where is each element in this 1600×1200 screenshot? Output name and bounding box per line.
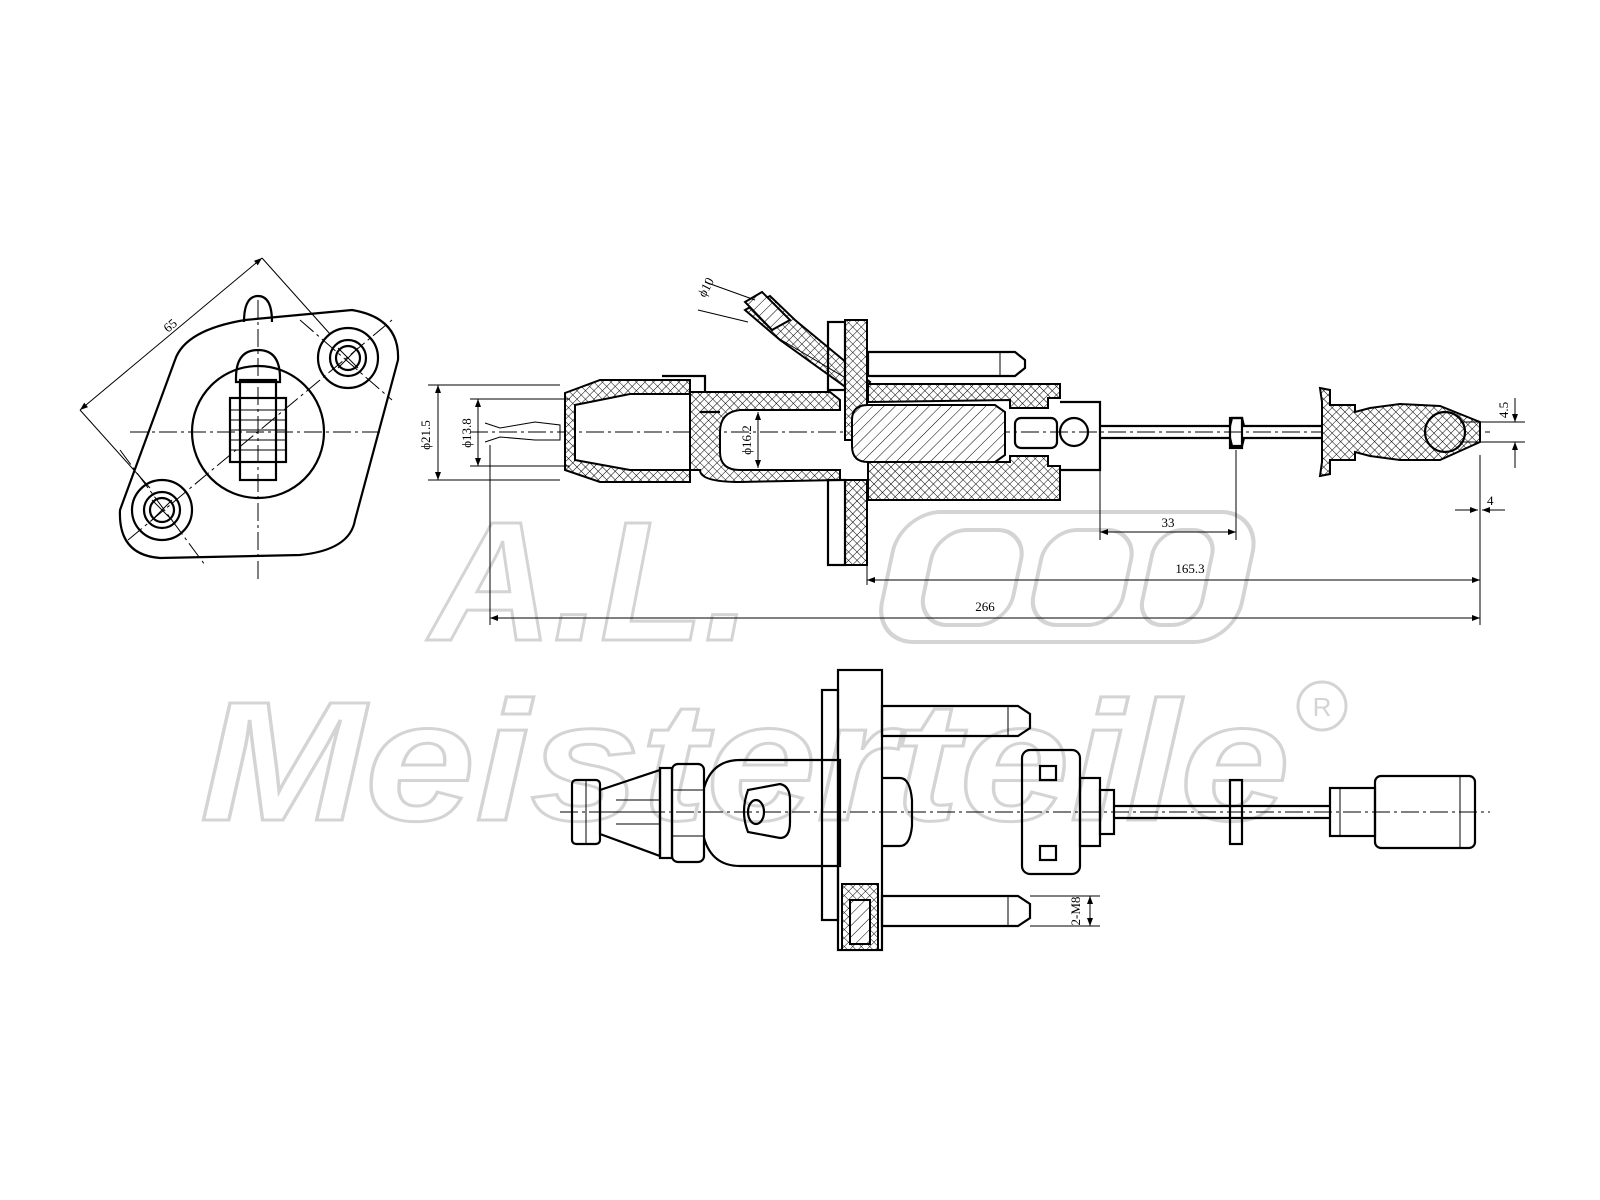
body-tube-section [689, 391, 841, 484]
dim-rod-length: 165.3 [1175, 561, 1204, 576]
end-view: 65 [79, 257, 400, 580]
push-rod-lower [1100, 436, 1420, 448]
dim-clip-offset: 4.5 [1496, 402, 1511, 418]
side-flange-collar [882, 776, 914, 848]
dim-body-diameter: ϕ21.5 [418, 420, 433, 450]
dim-outlet-diameter: ϕ10 [694, 275, 717, 300]
inlet-clip [662, 374, 707, 392]
side-stud-upper [880, 704, 1032, 738]
side-view: 2-M8 [560, 668, 1490, 952]
bolt-hole-bottom [130, 478, 194, 542]
dim-mount-bolts: 2-M8 [1068, 897, 1083, 926]
registered-circle [1296, 680, 1348, 732]
cylinder-wall-upper [867, 383, 1061, 409]
side-inlet-nut [670, 762, 706, 864]
dim-stroke-length: 33 [1162, 515, 1175, 530]
inlet-hose-end [484, 421, 561, 443]
dim-flange-bolt-spacing: 65 [160, 315, 180, 335]
push-rod-collar [1228, 416, 1244, 450]
side-rod-collar [1228, 778, 1244, 846]
dim-clip-width: 4 [1487, 493, 1494, 508]
registered-mark: R [1313, 692, 1332, 722]
rod-clevis [1318, 386, 1481, 478]
flange-boss-upper [826, 320, 847, 392]
piston-section [851, 404, 1006, 463]
dim-bore-diameter: ϕ16.2 [739, 425, 754, 455]
retaining-cap [1060, 400, 1102, 472]
side-cylinder-boot [1098, 788, 1116, 836]
side-flange-boss [820, 688, 840, 922]
dim-inlet-diameter: ϕ13.8 [459, 418, 474, 448]
dim-line-outlet-diameter [704, 281, 756, 301]
flange-lower-section [844, 479, 868, 566]
watermark: A.L. Meisterteile R [199, 486, 1348, 859]
side-stud-lower [880, 894, 1032, 928]
mounting-stud-section [866, 350, 1027, 378]
cylinder-wall-lower [867, 455, 1061, 501]
flange-outline [118, 308, 400, 560]
side-clevis-head [1373, 774, 1477, 850]
bolt-hole-top [316, 326, 380, 390]
inlet-fitting-section [564, 379, 691, 483]
rod-ball [1058, 416, 1090, 448]
side-window-lower-a [1038, 844, 1058, 862]
piston-cup [1013, 416, 1059, 450]
side-window-upper-a [1038, 764, 1058, 782]
flange-boss-lower [826, 478, 847, 567]
side-body-neck [702, 758, 842, 868]
watermark-brand-bottom: Meisterteile [200, 667, 1290, 857]
section-view: ϕ21.5 ϕ13.8 ϕ16.2 ϕ10 4.5 4 33 165. [418, 275, 1525, 625]
dim-total-length: 266 [975, 599, 995, 614]
dim-line-65 [79, 257, 263, 411]
outlet-port [743, 290, 872, 398]
watermark-brand-top: A.L. [426, 487, 751, 677]
side-outlet-port [742, 782, 792, 840]
